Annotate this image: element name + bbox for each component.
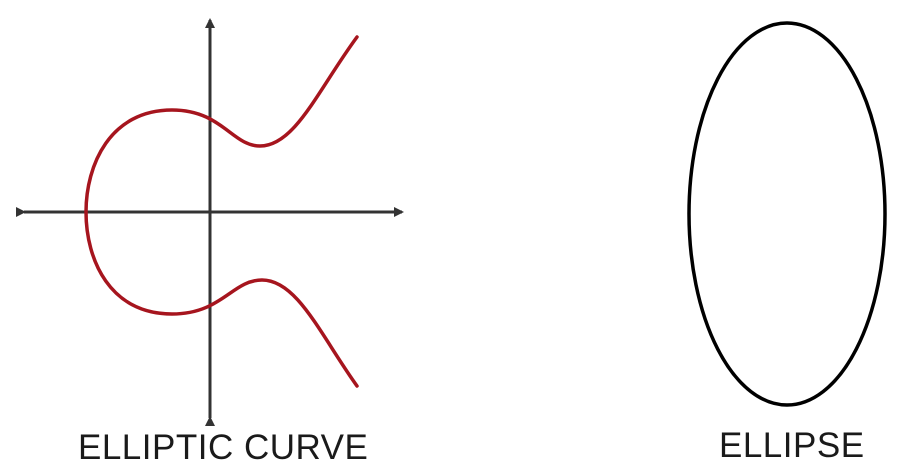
coordinate-axes (16, 18, 404, 426)
elliptic-curve-label: ELLIPTIC CURVE (78, 428, 369, 467)
ellipse-shape (687, 21, 887, 407)
elliptic-curve (84, 35, 359, 388)
ellipse-label: ELLIPSE (719, 426, 865, 465)
